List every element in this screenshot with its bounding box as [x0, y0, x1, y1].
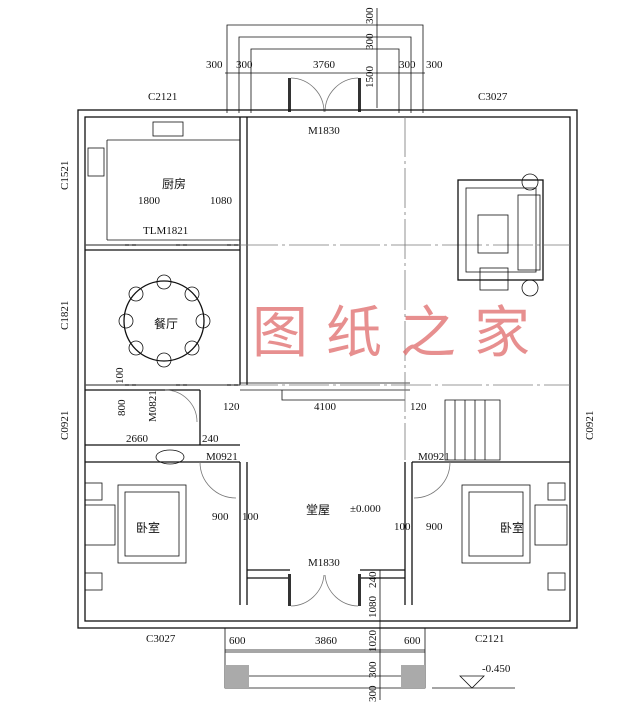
dining-table [118, 274, 211, 368]
dim: 1080 [367, 596, 379, 618]
dim: 900 [426, 521, 443, 533]
sink [152, 121, 184, 137]
window-label: C3027 [478, 91, 508, 103]
dim: 2660 [126, 433, 148, 445]
dim: 300 [364, 33, 376, 51]
bed-left [84, 482, 187, 591]
top-porch [225, 8, 425, 113]
door-post [288, 78, 291, 112]
dim: 1500 [364, 66, 376, 88]
room-label-dining: 餐厅 [154, 317, 179, 331]
dim: 300 [399, 59, 416, 71]
door-post [288, 574, 291, 606]
bottom-porch [224, 570, 515, 700]
dim: 300 [364, 7, 376, 25]
exterior-walls [77, 109, 578, 629]
dim: 900 [212, 511, 229, 523]
dim: 240 [202, 433, 219, 445]
dim: 800 [116, 399, 128, 417]
dim: 1080 [210, 195, 232, 207]
dim: 4100 [314, 401, 336, 413]
door-post [358, 78, 361, 112]
door-label: M1830 [308, 125, 340, 137]
door-label: M0921 [206, 451, 238, 463]
door-label: TLM1821 [143, 225, 189, 237]
window-label: C1521 [59, 160, 71, 190]
dim: 3860 [315, 635, 337, 647]
window-label: C1821 [59, 300, 71, 330]
bed-right [461, 482, 568, 591]
dim: 300 [426, 59, 443, 71]
door-label: M1830 [308, 557, 340, 569]
dim: 1020 [367, 630, 379, 652]
dim: 120 [223, 401, 240, 413]
dim: 240 [367, 571, 379, 589]
elevation-outside: -0.450 [482, 663, 511, 675]
stair [444, 399, 501, 461]
window-label: C0921 [59, 410, 71, 440]
dim: 100 [114, 367, 126, 385]
sofa-set [457, 173, 544, 297]
dim: 300 [367, 661, 379, 679]
door-post [358, 574, 361, 606]
dim: 300 [236, 59, 253, 71]
elevation-hall: ±0.000 [350, 503, 381, 515]
dim: 100 [394, 521, 411, 533]
window-label: C0921 [584, 410, 596, 440]
dim: 100 [242, 511, 259, 523]
dim: 300 [206, 59, 223, 71]
stove [87, 147, 105, 177]
dim: 3760 [313, 59, 335, 71]
dim: 600 [229, 635, 246, 647]
window-label: C2121 [148, 91, 178, 103]
room-label-kitchen: 厨房 [162, 177, 187, 191]
window-label: C2121 [475, 633, 505, 645]
watermark: 图纸之家 [252, 301, 548, 366]
door-label: M0921 [418, 451, 450, 463]
room-label-bedroom-left: 卧室 [136, 521, 161, 535]
dim: 600 [404, 635, 421, 647]
dim: 300 [367, 685, 379, 703]
dim: 1800 [138, 195, 160, 207]
room-label-hall: 堂屋 [306, 503, 331, 517]
window-label: C3027 [146, 633, 176, 645]
bathtub [155, 449, 185, 465]
dim: 120 [410, 401, 427, 413]
interior-walls [85, 117, 570, 607]
room-label-bedroom-right: 卧室 [500, 521, 525, 535]
door-label: M0821 [147, 390, 159, 422]
